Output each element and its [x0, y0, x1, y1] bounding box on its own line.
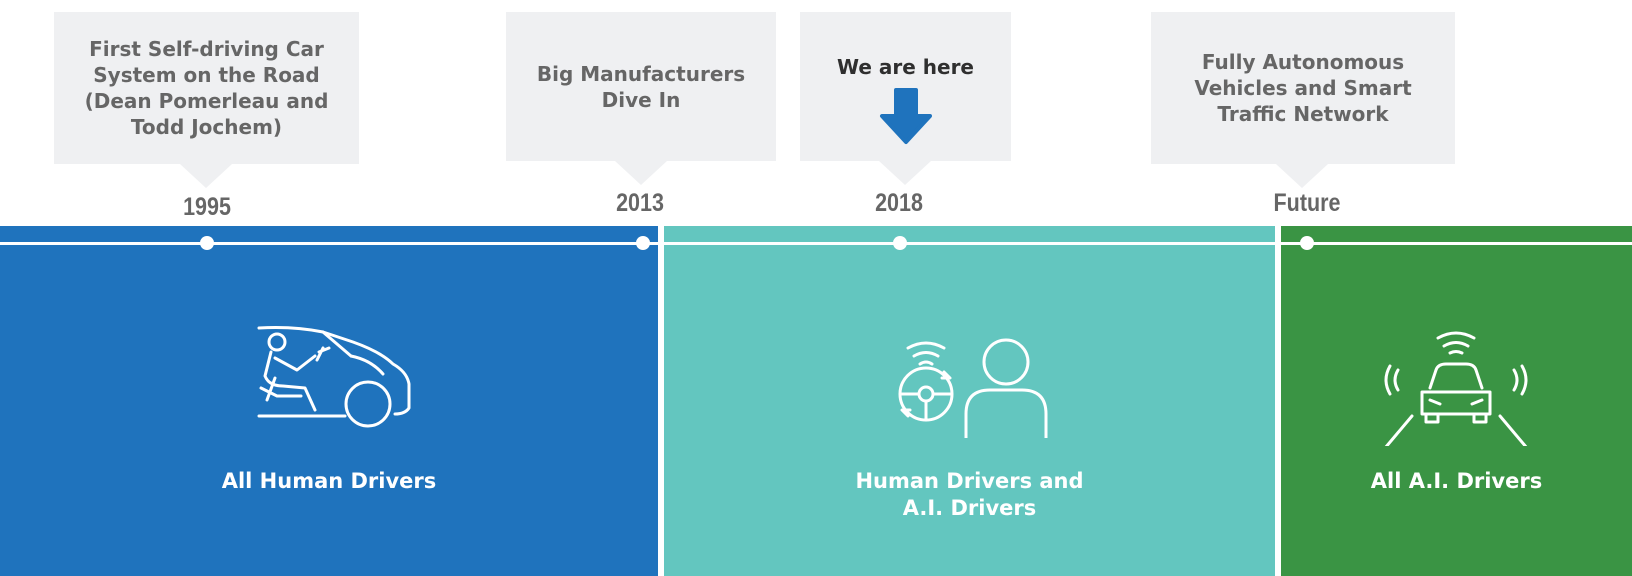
callout-2013-text: Big Manufacturers Dive In [536, 61, 746, 112]
callout-pointer [1276, 164, 1328, 188]
timeline-dot-future [1300, 236, 1314, 250]
callout-1995-text: First Self-driving Car System on the Roa… [84, 37, 329, 139]
era-band-human: All Human Drivers [0, 226, 658, 576]
callout-pointer [615, 161, 667, 185]
timeline-line [0, 242, 1632, 245]
callout-pointer [180, 164, 232, 188]
timeline-dot-1995 [200, 236, 214, 250]
callout-2013: Big Manufacturers Dive In [506, 12, 776, 185]
era-band-ai: All A.I. Drivers [1281, 226, 1632, 576]
callout-2018-text: We are here [837, 55, 974, 79]
callout-future-text: Fully Autonomous Vehicles and Smart Traf… [1194, 50, 1412, 126]
callout-1995: First Self-driving Car System on the Roa… [54, 12, 359, 188]
arrow-down-icon [879, 88, 932, 144]
callout-2018: We are here [800, 12, 1011, 185]
year-label-1995: 1995 [183, 193, 231, 221]
autonomous-car-sensors-icon [1384, 331, 1528, 446]
era-band-mixed: Human Drivers and A.I. Drivers [664, 226, 1275, 576]
human-driver-car-icon [257, 326, 411, 428]
callout-pointer [879, 161, 931, 185]
year-label-2013: 2013 [616, 189, 664, 217]
era-label-ai: All A.I. Drivers [1370, 469, 1543, 493]
year-label-future: Future [1273, 189, 1341, 217]
ai-steering-and-person-icon [898, 338, 1048, 438]
timeline-dot-2018 [893, 236, 907, 250]
timeline-dot-2013 [636, 236, 650, 250]
callout-future: Fully Autonomous Vehicles and Smart Traf… [1151, 12, 1455, 188]
era-label-human: All Human Drivers [221, 469, 437, 493]
year-label-2018: 2018 [875, 189, 923, 217]
era-label-mixed: Human Drivers and A.I. Drivers [855, 469, 1084, 520]
